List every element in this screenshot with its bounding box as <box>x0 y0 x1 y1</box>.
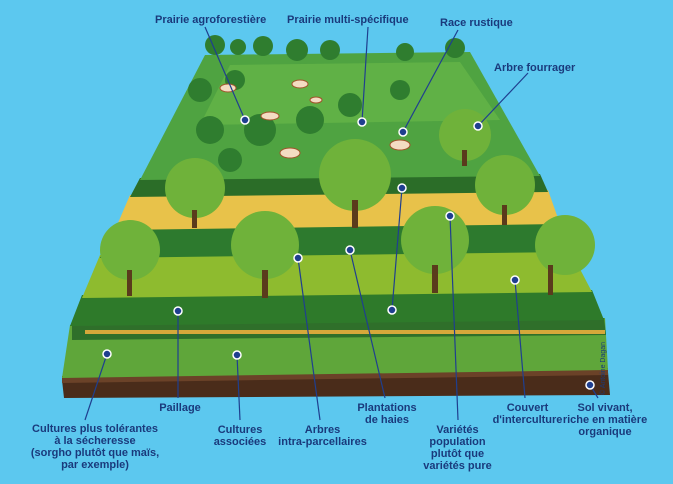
label-race-rustique: Race rustique <box>440 17 513 29</box>
label-arbre-fourrager: Arbre fourrager <box>494 62 575 74</box>
label-plantations-de-haies: Plantations de haies <box>352 402 422 426</box>
label-cultures-tolerantes: Cultures plus tolérantes à la sécheresse… <box>20 423 170 471</box>
label-varietes-population: Variétés population plutôt que variétés … <box>420 424 495 472</box>
label-arbres-intra-parcellaires: Arbres intra-parcellaires <box>270 424 375 448</box>
label-couvert-interculture: Couvert d'interculture <box>485 402 570 426</box>
mulch-strip <box>85 330 605 334</box>
label-paillage: Paillage <box>155 402 205 414</box>
label-prairie-agroforestiere: Prairie agroforestière <box>155 14 266 26</box>
label-cultures-associees: Cultures associées <box>210 424 270 448</box>
label-sol-vivant: Sol vivant, riche en matière organique <box>560 402 650 438</box>
credit-text: © Antoine Dagan <box>600 342 607 395</box>
label-prairie-multi-specifique: Prairie multi-spécifique <box>287 14 409 26</box>
